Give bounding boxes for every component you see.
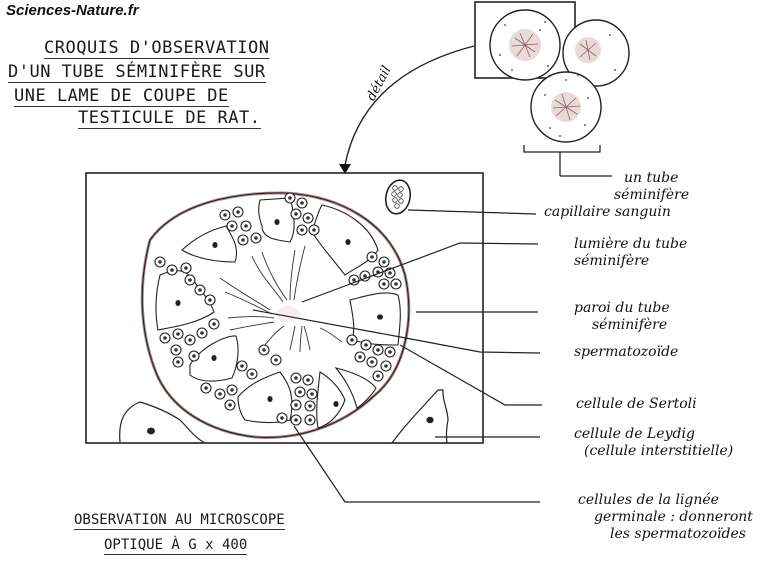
label-lumiere-du-tube: lumière du tube séminifère (574, 236, 688, 269)
capillary (384, 179, 412, 215)
label-paroi-du-tube: paroi du tube séminifère (574, 300, 670, 333)
title-line-4: TESTICULE DE RAT. (78, 108, 261, 129)
caption-line-1: OBSERVATION AU MICROSCOPE (74, 512, 285, 530)
seminiferous-tube (140, 191, 411, 439)
overview-thumbnail (474, 1, 630, 177)
label-un-tube: un tube séminifère (614, 170, 690, 203)
title-line-2: D'UN TUBE SÉMINIFÈRE SUR (8, 62, 266, 83)
title-line-1: CROQUIS D'OBSERVATION (44, 38, 270, 59)
tube-thumb-1 (489, 9, 561, 81)
spermatozoa (219, 245, 343, 353)
leydig-cells (119, 389, 449, 444)
lumen (276, 306, 300, 322)
detail-arrow (339, 45, 475, 174)
tube-thumb-2 (562, 19, 630, 87)
leader-lines (252, 209, 542, 503)
watermark: Sciences-Nature.fr (6, 2, 139, 19)
label-cellule-de-leydig: cellule de Leydig (cellule interstitiell… (574, 426, 734, 459)
label-spermatozoide: spermatozoïde (574, 344, 679, 360)
title-line-3: UNE LAME DE COUPE DE (14, 86, 229, 107)
caption-line-2: OPTIQUE À G x 400 (104, 537, 248, 555)
label-lignee-germinale: cellules de la lignée germinale : donner… (578, 492, 753, 542)
tube-thumb-3 (530, 71, 602, 143)
label-cellule-de-sertoli: cellule de Sertoli (576, 396, 697, 412)
label-capillaire-sanguin: capillaire sanguin (544, 204, 671, 220)
